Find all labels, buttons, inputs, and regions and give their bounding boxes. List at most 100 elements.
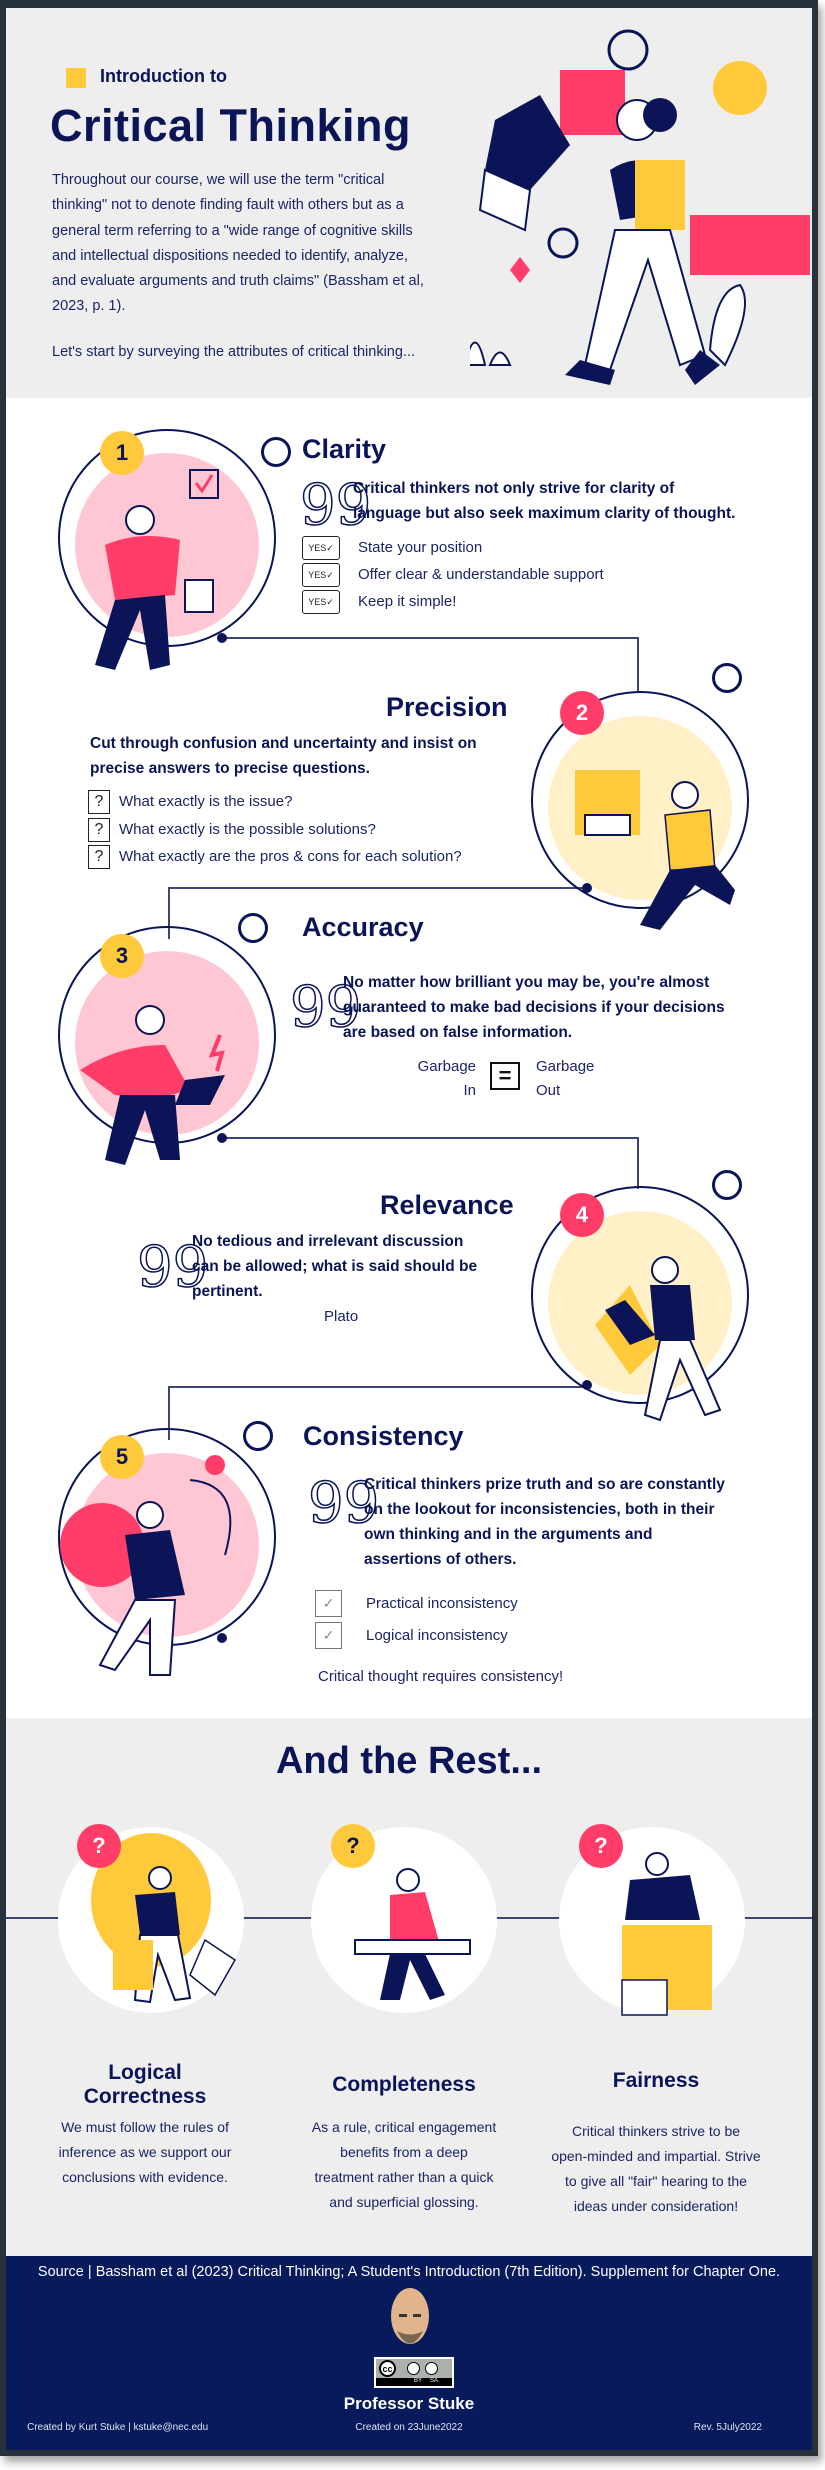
desc-line: inference as we support our <box>58 2144 232 2160</box>
step-badge: 5 <box>100 1435 144 1479</box>
clarity-illustration <box>58 429 276 670</box>
step-badge: 2 <box>560 691 604 735</box>
ring-icon <box>261 437 291 467</box>
text-line: precise answers to precise questions. <box>90 760 370 777</box>
hero-illustration <box>470 29 810 385</box>
desc-line: open-minded and impartial. Strive <box>551 2148 761 2164</box>
quote-icon: 99 <box>289 975 362 1040</box>
ring-icon <box>712 1170 742 1200</box>
source-citation: Source | Bassham et al (2023) Critical T… <box>37 2264 781 2280</box>
quote-icon: 99 <box>307 1471 380 1536</box>
rest-heading: And the Rest... <box>275 1740 543 1782</box>
list-item: Offer clear & understandable support <box>358 566 604 583</box>
revision: Rev. 5July2022 <box>693 2422 762 2433</box>
desc-line: As a rule, critical engagement <box>311 2119 497 2135</box>
list-item: Practical inconsistency <box>366 1595 518 1612</box>
desc-line: We must follow the rules of <box>61 2119 229 2135</box>
logical-correctness-desc: We must follow the rules of inference as … <box>25 2115 265 2190</box>
created-on: Created on 23June2022 <box>355 2422 463 2433</box>
intro-paragraph: Throughout our course, we will use the t… <box>52 168 424 320</box>
rest-illustrations <box>58 1827 745 2016</box>
ring-icon <box>238 913 268 943</box>
title-line: Logical <box>108 2061 182 2084</box>
quote-line: assertions of others. <box>364 1551 517 1568</box>
clarity-heading: Clarity <box>302 434 387 464</box>
connector-line <box>168 887 588 889</box>
list-item: What exactly are the pros & cons for eac… <box>119 848 462 865</box>
quote-line: on the lookout for inconsistencies, both… <box>364 1501 715 1518</box>
kicker: Introduction to <box>100 66 227 86</box>
sa-label: SA <box>430 2378 439 2384</box>
paragraph-line: general term referring to a "wide range … <box>52 222 413 239</box>
equals-icon: = <box>490 1062 520 1090</box>
equation-text: Garbage <box>417 1058 476 1075</box>
precision-text: Cut through confusion and uncertainty an… <box>90 731 477 781</box>
page-title: Critical Thinking <box>50 100 412 151</box>
connector-line <box>222 637 638 639</box>
question-badge-icon: ? <box>331 1824 375 1868</box>
consistency-quote: Critical thinkers prize truth and so are… <box>364 1472 725 1572</box>
accuracy-illustration <box>58 926 276 1165</box>
by-label: BY <box>414 2378 423 2384</box>
list-item: State your position <box>358 539 483 556</box>
completeness-title: Completeness <box>332 2073 476 2096</box>
text-line: Cut through confusion and uncertainty an… <box>90 735 477 752</box>
connector-line <box>168 1386 170 1440</box>
lead-text: Let's start by surveying the attributes … <box>52 344 416 360</box>
quote-line: No tedious and irrelevant discussion <box>192 1233 464 1250</box>
accuracy-quote: No matter how brilliant you may be, you'… <box>343 970 725 1045</box>
ring-icon <box>243 1421 273 1451</box>
step-badge: 1 <box>100 431 144 475</box>
quote-line: Critical thinkers prize truth and so are… <box>364 1476 725 1493</box>
step-badge: 4 <box>560 1193 604 1237</box>
cc-icon: cc <box>379 2360 396 2377</box>
paragraph-line: and intellectual dispositions needed to … <box>52 247 409 264</box>
connector-line <box>168 1386 588 1388</box>
fairness-title: Fairness <box>612 2069 700 2092</box>
paragraph-line: Throughout our course, we will use the t… <box>52 172 385 188</box>
desc-line: conclusions with evidence. <box>62 2169 228 2185</box>
question-box-icon: ? <box>88 818 110 842</box>
yes-check-icon: YES✓ <box>302 563 340 587</box>
author-name: Professor Stuke <box>343 2394 475 2413</box>
quote-line: No matter how brilliant you may be, you'… <box>343 974 710 991</box>
paragraph-line: 2023, p. 1). <box>52 298 126 315</box>
list-item: What exactly is the issue? <box>119 793 293 810</box>
created-by[interactable]: Created by Kurt Stuke | kstuke@nec.edu <box>27 2422 209 2433</box>
clarity-quote: Critical thinkers not only strive for cl… <box>353 476 735 526</box>
question-box-icon: ? <box>88 790 110 814</box>
avatar <box>391 2288 429 2344</box>
connector-line <box>637 1137 639 1189</box>
desc-line: to give all "fair" hearing to the <box>565 2173 747 2189</box>
desc-line: Critical thinkers strive to be <box>571 2123 741 2139</box>
relevance-heading: Relevance <box>380 1190 514 1220</box>
checkbox-icon: ✓ <box>315 1622 342 1649</box>
relevance-illustration <box>531 1186 749 1422</box>
quote-line: Critical thinkers not only strive for cl… <box>353 480 675 497</box>
desc-line: treatment rather than a quick <box>314 2169 494 2185</box>
desc-line: benefits from a deep <box>340 2144 468 2160</box>
quote-icon: 99 <box>136 1235 209 1300</box>
ring-icon <box>712 663 742 693</box>
completeness-desc: As a rule, critical engagement benefits f… <box>284 2115 524 2215</box>
cc-license-badge[interactable]: cc BY SA <box>374 2357 454 2388</box>
precision-heading: Precision <box>386 692 508 722</box>
quote-line: are based on false information. <box>343 1024 573 1041</box>
quote-line: pertinent. <box>192 1283 263 1300</box>
yes-check-icon: YES✓ <box>302 590 340 614</box>
equation-text: Out <box>536 1082 561 1099</box>
quote-author: Plato <box>324 1308 359 1325</box>
yes-check-icon: YES✓ <box>302 536 340 560</box>
equation-text: In <box>463 1082 476 1099</box>
paragraph-line: thinking" not to denote finding fault wi… <box>52 197 404 214</box>
equation-text: Garbage <box>536 1058 595 1075</box>
quote-line: can be allowed; what is said should be <box>192 1258 478 1275</box>
list-item: Logical inconsistency <box>366 1627 508 1644</box>
consistency-closing: Critical thought requires consistency! <box>318 1668 564 1685</box>
connector-line <box>637 637 639 691</box>
kicker-square-icon <box>66 68 86 88</box>
relevance-quote: No tedious and irrelevant discussion can … <box>192 1229 477 1304</box>
list-item: What exactly is the possible solutions? <box>119 821 376 838</box>
